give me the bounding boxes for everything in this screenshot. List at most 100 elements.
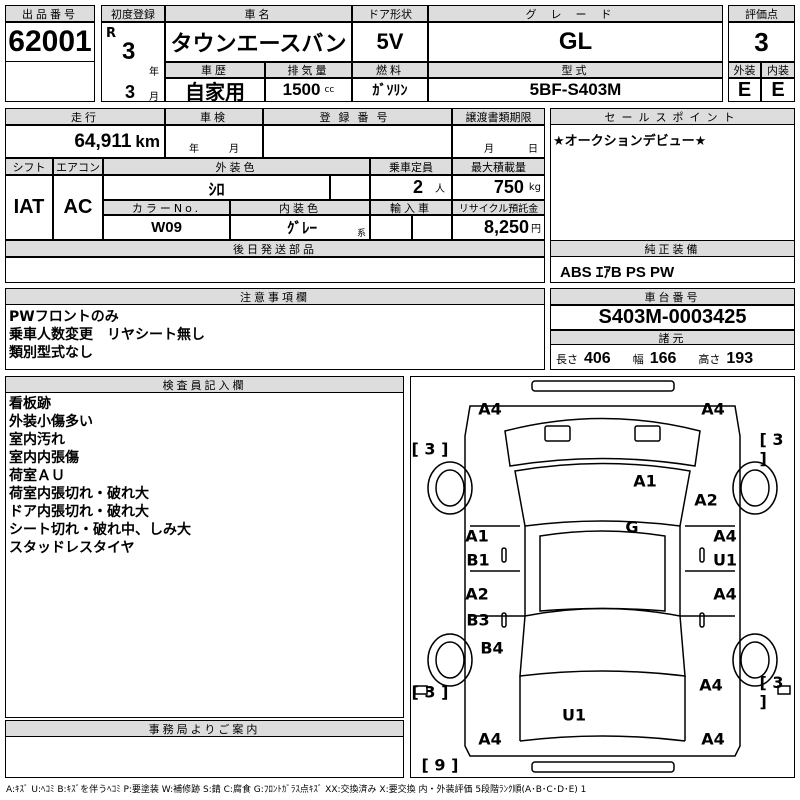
office-label: 事務局よりご案内 — [5, 720, 404, 737]
inspector-line: 荷室ＡＵ — [9, 468, 65, 484]
interior-grade: E — [761, 78, 795, 102]
car-diagram-box — [410, 376, 795, 778]
note-line: 乗車人数変更 リヤシート無し — [9, 327, 205, 343]
damage-mark: U1 — [561, 705, 587, 725]
note-line: PWフロントのみ — [9, 309, 119, 325]
damage-mark: U1 — [712, 550, 738, 570]
transfer-month: 月 — [484, 144, 494, 155]
inspector-line: ドア内張切れ・破れ大 — [9, 504, 149, 520]
reg-no-value — [263, 125, 452, 158]
score: 3 — [728, 22, 795, 62]
displacement: 1500 — [282, 80, 321, 99]
first-reg-cell — [101, 22, 165, 102]
recycle-unit: 円 — [531, 224, 541, 235]
note-line: 類別型式なし — [9, 345, 93, 361]
ext-color: ｼﾛ — [103, 175, 330, 200]
capacity-unit: 人 — [435, 184, 445, 195]
exterior-grade: E — [728, 78, 761, 102]
shift-label: シフト — [5, 158, 53, 175]
load-unit: kg — [528, 182, 541, 193]
lot-label: 出品番号 — [5, 5, 95, 22]
inspector-line: 室内汚れ — [9, 432, 65, 448]
capacity: 2 — [412, 177, 423, 197]
history-label: 車歴 — [165, 62, 265, 78]
chassis-number: S403M-0003425 — [550, 305, 795, 330]
damage-mark: A4 — [701, 399, 725, 419]
transfer-day: 日 — [528, 144, 538, 155]
damage-mark: B4 — [480, 638, 504, 658]
int-color-label: 内装色 — [230, 200, 370, 215]
notes-label: 注意事項欄 — [5, 288, 545, 305]
month-unit: 月 — [149, 92, 159, 103]
damage-mark: G — [625, 517, 639, 537]
fuel-label: 燃料 — [352, 62, 428, 78]
color-no-label: カラーNo. — [103, 200, 230, 215]
model-label: 型式 — [428, 62, 723, 78]
import-label: 輸入車 — [370, 200, 452, 215]
ac-label: エアコン — [53, 158, 103, 175]
car-body-outline — [464, 405, 741, 757]
inspector-line: 室内内張傷 — [9, 450, 79, 466]
inspection-label: 車検 — [165, 108, 263, 125]
history: 自家用 — [165, 78, 265, 102]
car-name: タウンエースバン — [165, 22, 352, 62]
recycle-fee: 8,250 — [483, 217, 529, 237]
front-bumper-icon — [531, 380, 675, 392]
chassis-label: 車台番号 — [550, 288, 795, 305]
lot-number: 62001 — [5, 22, 95, 62]
inspector-line: 看板跡 — [9, 396, 51, 412]
length: 406 — [584, 350, 611, 367]
grade-label: グレード — [428, 5, 723, 22]
damage-mark: A4 — [701, 729, 725, 749]
reg-month: 3 — [125, 82, 136, 102]
length-label: 長さ — [556, 353, 578, 366]
spec-label: 諸元 — [550, 330, 795, 345]
fuel: ｶﾞｿﾘﾝ — [352, 78, 428, 102]
tire-mark: [ 3 ] — [759, 430, 784, 468]
inspection-year: 年 — [189, 144, 199, 155]
transfer-label: 譲渡書類期限 — [452, 108, 545, 125]
inspector-label: 検査員記入欄 — [5, 376, 404, 393]
recycle-label: リサイクル預託金 — [452, 200, 545, 215]
displacement-unit: cc — [324, 85, 335, 95]
damage-mark: B3 — [466, 610, 490, 630]
tire-mark: [ 3 ] — [759, 673, 784, 711]
inspector-line: スタッドレスタイヤ — [9, 540, 135, 556]
height: 193 — [726, 350, 754, 367]
model-code: 5BF-S403M — [428, 78, 723, 102]
mileage: 64,911 — [74, 130, 132, 152]
inspector-line: シート切れ・破れ中、しみ大 — [9, 522, 191, 538]
door-label: ドア形状 — [352, 5, 428, 22]
load-label: 最大積載量 — [452, 158, 545, 175]
reg-no-label: 登録番号 — [263, 108, 452, 125]
year-unit: 年 — [149, 67, 159, 78]
equipment-label: 純正装備 — [550, 240, 795, 257]
damage-mark: B1 — [466, 550, 490, 570]
damage-mark: A1 — [633, 471, 657, 491]
ext-color-label: 外装色 — [103, 158, 370, 175]
int-color: ｸﾞﾚｰ — [286, 220, 317, 237]
int-color-suffix: 系 — [356, 229, 366, 239]
width: 166 — [649, 350, 677, 367]
exterior-label: 外装 — [728, 62, 761, 78]
damage-mark: A4 — [713, 584, 737, 604]
damage-mark: A1 — [465, 526, 489, 546]
inspection-month: 月 — [229, 144, 239, 155]
displacement-label: 排気量 — [265, 62, 352, 78]
era: R — [106, 26, 117, 41]
damage-mark: A4 — [699, 675, 723, 695]
inspector-line: 外装小傷多い — [9, 414, 93, 430]
ext-color-extra — [330, 175, 370, 200]
grade: GL — [428, 22, 723, 62]
spare-tire-mark: [ 9 ] — [421, 755, 459, 775]
legend: A:ｷｽﾞ U:ﾍｺﾐ B:ｷｽﾞを伴うﾍｺﾐ P:要塗装 W:補修跡 S:錆 … — [6, 785, 587, 795]
score-label: 評価点 — [728, 5, 795, 22]
shift: IAT — [5, 175, 53, 240]
damage-mark: A4 — [713, 526, 737, 546]
width-label: 幅 — [632, 353, 644, 366]
color-no: W09 — [103, 215, 230, 240]
damage-mark: A2 — [694, 490, 718, 510]
first-reg-label: 初度登録 — [101, 5, 165, 22]
inspector-line: 荷室内張切れ・破れ大 — [9, 486, 149, 502]
reg-year: 3 — [122, 38, 136, 65]
